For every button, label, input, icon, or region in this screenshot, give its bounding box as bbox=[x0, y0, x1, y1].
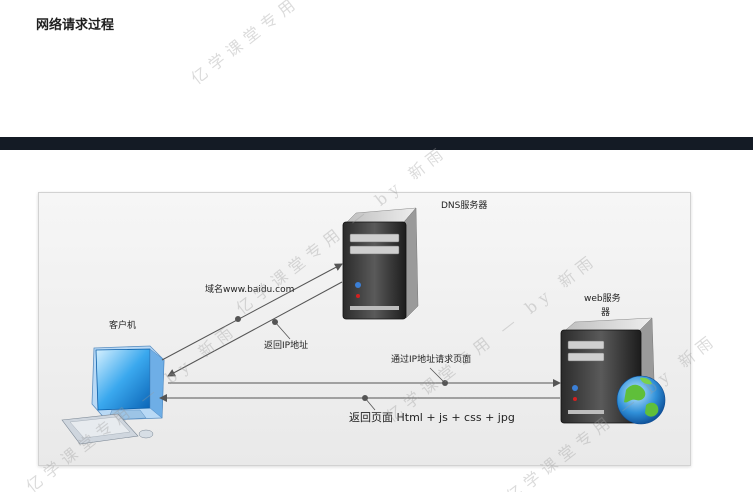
dns-server-icon bbox=[342, 207, 419, 320]
dns-server-label: DNS服务器 bbox=[441, 201, 488, 211]
section-divider bbox=[0, 137, 753, 150]
web-server-label-line1: web服务 bbox=[584, 294, 621, 304]
request-page-label: 通过IP地址请求页面 bbox=[391, 355, 472, 365]
arrow-domain-request bbox=[161, 263, 343, 361]
page-title: 网络请求过程 bbox=[36, 18, 115, 33]
client-label: 客户机 bbox=[109, 321, 137, 331]
web-server-label-line2: 器 bbox=[601, 308, 611, 318]
return-page-label: 返回页面 Html + js + css + jpg bbox=[349, 411, 515, 424]
domain-request-label: 域名www.baidu.com bbox=[205, 285, 295, 295]
return-ip-label: 返回IP地址 bbox=[264, 341, 309, 351]
arrow-return-ip bbox=[167, 281, 343, 377]
arrow-return-page bbox=[159, 394, 560, 411]
arrow-request-page bbox=[168, 367, 561, 387]
globe-icon bbox=[616, 375, 666, 425]
client-computer-icon bbox=[61, 345, 165, 445]
